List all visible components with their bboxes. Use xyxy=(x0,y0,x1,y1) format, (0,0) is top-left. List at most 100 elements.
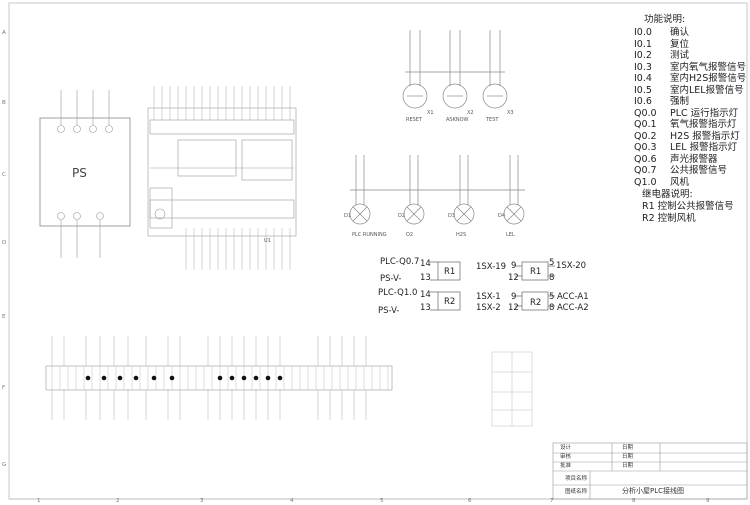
row-letter: C xyxy=(2,172,6,178)
function-note-text: 室内LEL报警信号 xyxy=(670,84,744,96)
function-note-code: I0.6 xyxy=(634,96,652,107)
relay2-lower-label: PS-V- xyxy=(378,306,400,316)
function-note-text: 确认 xyxy=(670,27,690,38)
ps-label: PS xyxy=(72,166,87,180)
relay-base-outline xyxy=(491,351,533,427)
relay-note-text: 控制公共报警信号 xyxy=(657,201,734,212)
column-number: 7 xyxy=(550,498,554,504)
button-tag: X1 xyxy=(427,110,434,116)
function-note-text: LEL 报警指示灯 xyxy=(670,142,738,153)
column-number: 4 xyxy=(290,498,294,504)
jumper-dot xyxy=(85,375,91,381)
title-date-label-3: 日期 xyxy=(622,463,634,469)
jumper-dot xyxy=(101,375,107,381)
function-note-code: Q0.6 xyxy=(634,153,657,165)
contact1-pin-8: 8 xyxy=(549,273,555,283)
jumper-dot xyxy=(133,375,139,381)
relay2-lower-pin: 13 xyxy=(420,303,431,313)
lamp-tag: D1 xyxy=(344,213,352,219)
row-letter: F xyxy=(2,385,6,391)
lamp-name: LEL xyxy=(506,232,515,238)
button-tag: X3 xyxy=(507,110,514,116)
column-number: 1 xyxy=(37,498,41,504)
column-number: 9 xyxy=(706,498,710,504)
contact1-in-top: 1SX-19 xyxy=(476,262,507,272)
button-name: TEST xyxy=(486,117,499,123)
function-note-text: 氧气报警指示灯 xyxy=(670,119,737,130)
column-number: 8 xyxy=(632,498,636,504)
plc-top-wires xyxy=(153,86,291,120)
jumper-dot xyxy=(117,375,123,381)
title-review-label: 审核 xyxy=(560,454,572,460)
relay-note-text: 控制风机 xyxy=(657,212,696,224)
plc-tag: U1 xyxy=(264,238,271,244)
power-supply-module xyxy=(39,117,131,227)
relay-coil-symbols xyxy=(430,261,461,311)
terminal-strip-ticks xyxy=(51,366,389,390)
function-note-code: Q0.3 xyxy=(634,142,657,153)
column-number: 3 xyxy=(200,498,204,504)
terminal-strip-wires xyxy=(51,336,367,420)
relay-note-item: R1 控制公共报警信号 xyxy=(642,201,734,212)
contact2-pin-8: 8 xyxy=(549,303,555,313)
contact2-pin-no: 5 xyxy=(549,292,555,302)
relay2-upper-label: PLC-Q1.0 xyxy=(378,288,418,298)
relay1-upper-pin: 14 xyxy=(420,259,431,269)
function-note-item: Q1.0 风机 xyxy=(634,177,689,188)
title-date-label-1: 日期 xyxy=(622,445,634,451)
function-note-text: 复位 xyxy=(670,38,690,50)
function-note-item: Q0.1 氧气报警指示灯 xyxy=(634,119,737,130)
plc-module xyxy=(147,107,297,237)
function-note-code: Q0.1 xyxy=(634,119,657,130)
function-note-text: 风机 xyxy=(670,176,690,188)
column-number: 6 xyxy=(468,498,472,504)
title-block xyxy=(552,442,748,500)
title-drawing-name: 分析小屋PLC接线图 xyxy=(622,487,685,495)
contact2-pin-nc: 9 xyxy=(511,292,517,302)
relay2-coil-name: R2 xyxy=(444,297,456,307)
function-note-code: Q0.0 xyxy=(634,107,657,119)
contact1-name: R1 xyxy=(530,267,542,277)
row-letter: A xyxy=(2,30,6,36)
relay-contact-symbols xyxy=(515,261,555,311)
relay1-lower-label: PS-V- xyxy=(380,274,402,284)
jumper-dot xyxy=(229,375,235,381)
contact2-out-bot: ACC-A2 xyxy=(557,303,589,313)
row-letter: B xyxy=(2,100,6,106)
jumper-dot xyxy=(265,375,271,381)
contact1-pin-com: 12 xyxy=(508,273,519,283)
contact2-in-bot: 1SX-2 xyxy=(476,303,501,313)
terminal-strip xyxy=(45,365,393,391)
ps-terminals xyxy=(57,90,113,258)
contact1-pin-no: 5 xyxy=(549,258,555,268)
contact2-out-top: ACC-A1 xyxy=(557,292,589,302)
function-note-code: Q0.7 xyxy=(634,165,657,176)
lamp-tag: D3 xyxy=(448,213,456,219)
lamp-name: H2S xyxy=(456,232,467,238)
jumper-dot xyxy=(253,375,259,381)
jumper-dot xyxy=(241,375,247,381)
title-design-label: 设计 xyxy=(560,445,572,451)
plc-bottom-wires xyxy=(185,228,291,270)
lamp-tag: D4 xyxy=(498,213,506,219)
button-tag: X2 xyxy=(467,110,474,116)
relay2-upper-pin: 14 xyxy=(420,290,431,300)
contact2-name: R2 xyxy=(530,298,542,308)
function-note-code: Q1.0 xyxy=(634,176,657,188)
jumper-dot xyxy=(277,375,283,381)
indicator-lamps xyxy=(349,155,525,225)
function-note-code: I0.2 xyxy=(634,50,652,61)
relay-note-item: R2 控制风机 xyxy=(642,213,696,224)
relay-note-code: R1 xyxy=(642,201,658,212)
title-drawing-label: 图纸名称 xyxy=(565,489,588,495)
title-approve-label: 批准 xyxy=(560,463,572,469)
contact2-in-top: 1SX-1 xyxy=(476,292,501,302)
